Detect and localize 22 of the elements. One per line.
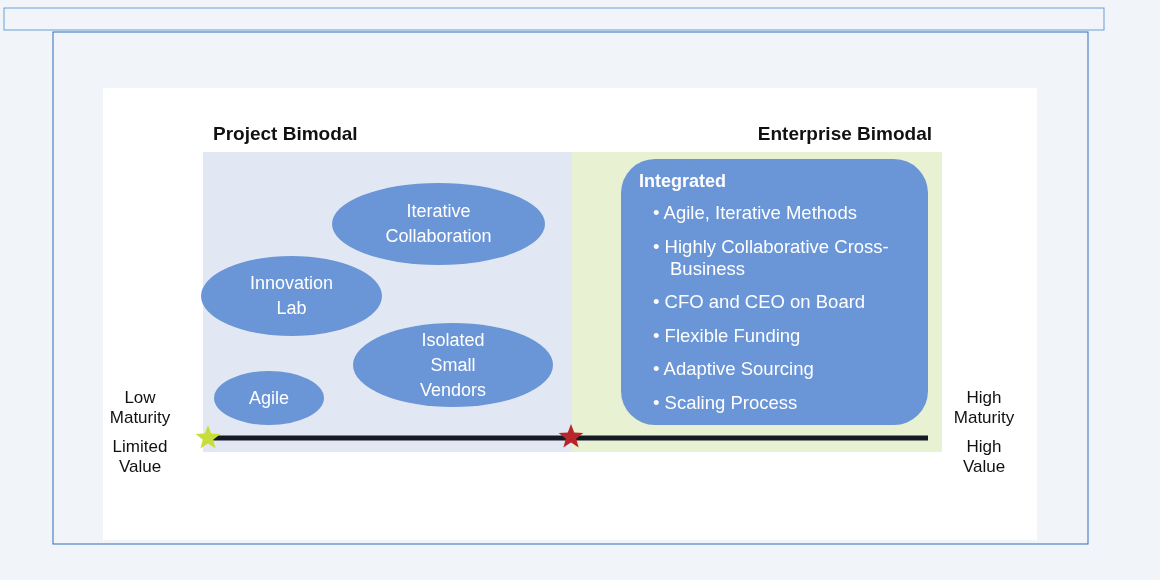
section-heading: Project Bimodal	[213, 123, 358, 145]
ellipse-label: Innovation Lab	[248, 272, 335, 320]
axis-label: Limited Value	[111, 437, 169, 477]
capability-box	[621, 159, 928, 425]
maturity-ellipse	[353, 323, 553, 407]
maturity-ellipse	[214, 371, 324, 425]
section-heading: Enterprise Bimodal	[757, 123, 932, 145]
bullet-item: • Scaling Process	[653, 391, 799, 414]
ellipse-label: Agile	[249, 386, 289, 410]
bullet-item: • Flexible Funding	[653, 324, 802, 347]
maturity-ellipse	[201, 256, 382, 336]
bullet-item: • Highly Collaborative Cross-Business	[653, 235, 890, 280]
box-heading: Integrated	[639, 171, 727, 192]
bullet-item: • Adaptive Sourcing	[653, 358, 815, 380]
bullet-item: • CFO and CEO on Board	[653, 291, 867, 313]
ellipse-label: Iterative Collaboration	[384, 200, 493, 248]
axis-label: Low Maturity	[108, 388, 172, 428]
bullet-item: • Agile, Iterative Methods	[653, 202, 858, 224]
axis-label: High Value	[961, 437, 1007, 477]
ellipse-label: Isolated Small Vendors	[418, 328, 488, 402]
axis-label: High Maturity	[952, 388, 1016, 428]
maturity-ellipse	[332, 183, 545, 265]
